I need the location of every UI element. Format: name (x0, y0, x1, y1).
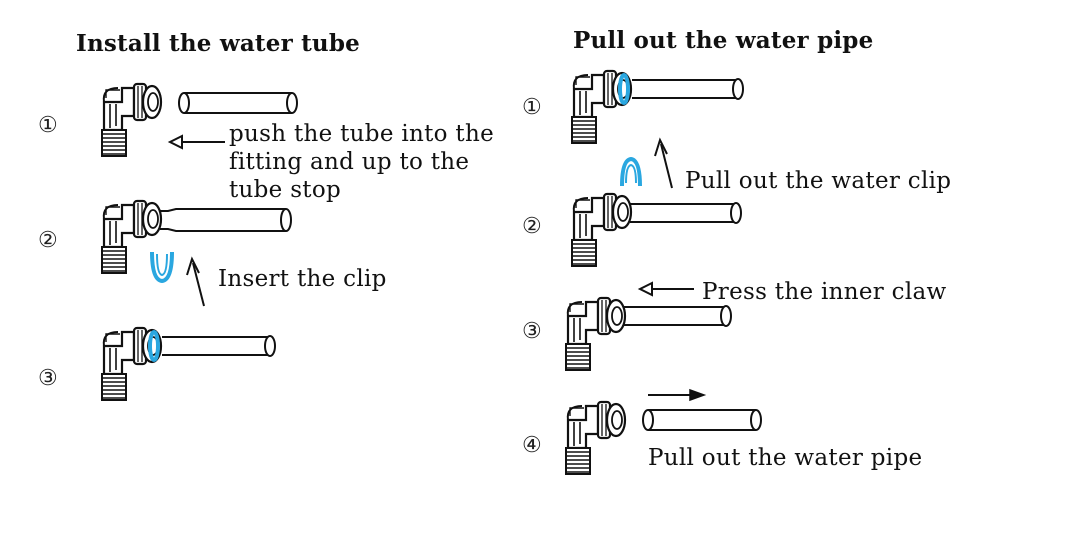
left-step-1-tube (178, 92, 298, 114)
right-step-4-number: ④ (522, 433, 542, 458)
instruction-line: push the tube into the (229, 121, 494, 147)
right-step-3-tube (624, 305, 732, 327)
left-step-2-clip (150, 251, 174, 284)
left-step-3-number: ③ (38, 366, 58, 391)
left-step-1-push-arrow (167, 134, 225, 150)
right-step-1-removed-clip (620, 156, 642, 187)
left-step-3-clip-installed (148, 330, 160, 362)
right-step-4-fitting (564, 400, 627, 476)
right-step-2-tube (630, 202, 742, 224)
right-step-3-instruction: Press the inner claw (702, 279, 947, 305)
left-step-2-instruction: Insert the clip (218, 266, 387, 292)
right-step-4-instruction: Pull out the water pipe (648, 445, 923, 471)
right-panel-title: Pull out the water pipe (573, 27, 874, 54)
left-panel-title: Install the water tube (76, 30, 360, 57)
left-step-3-tube (162, 335, 276, 357)
right-step-4-tube (642, 409, 762, 431)
right-step-3-number: ③ (522, 319, 542, 344)
right-step-3-fitting (564, 296, 627, 372)
instruction-line: fitting and up to the (229, 149, 470, 175)
right-step-4-pull-arrow (648, 388, 707, 402)
left-step-1-number: ① (38, 113, 58, 138)
right-step-3-press-arrow (637, 281, 694, 297)
left-step-1-instruction: push the tube into the fitting and up to… (229, 120, 494, 204)
right-step-2-number: ② (522, 214, 542, 239)
right-step-1-number: ① (522, 95, 542, 120)
right-step-1-clip-installed (618, 73, 630, 105)
right-step-1-pull-arrow (654, 137, 673, 189)
left-step-2-number: ② (38, 228, 58, 253)
right-step-1-instruction: Pull out the water clip (685, 168, 952, 194)
left-step-2-tube (160, 208, 292, 232)
left-step-1-fitting (100, 82, 163, 158)
right-step-1-tube (632, 78, 744, 100)
right-step-2-fitting (570, 192, 633, 268)
instruction-line: tube stop (229, 177, 342, 203)
left-step-2-insert-arrow (186, 256, 205, 307)
